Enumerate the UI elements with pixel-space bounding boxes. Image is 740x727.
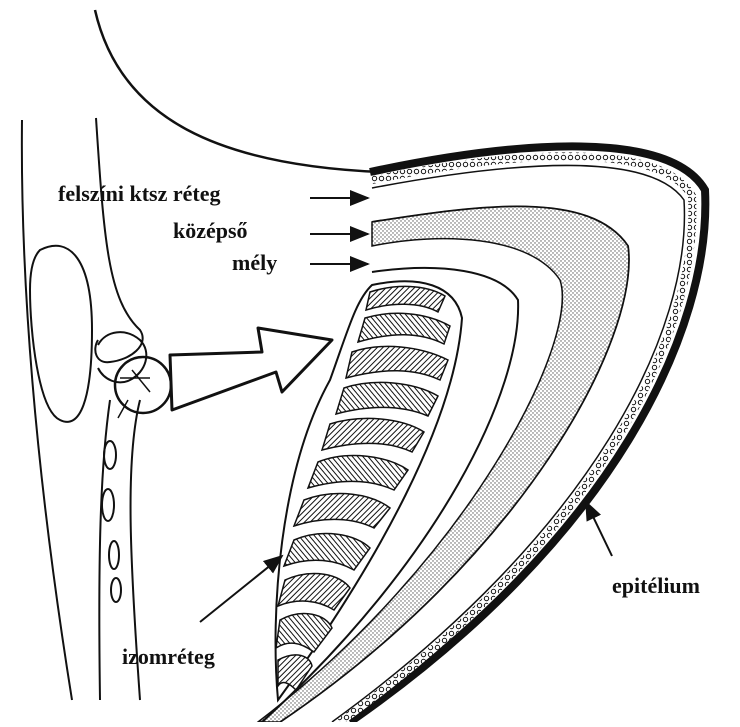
cartilage-ring-2 [102,489,114,521]
cartilage-ring-1 [104,441,116,469]
laryngeal-wall-left [22,120,72,700]
epithelium-pointer [586,502,612,556]
label-middle-layer: középső [173,220,248,242]
label-muscle-layer: izomréteg [122,646,215,668]
laryngeal-wall-right [95,118,142,362]
label-deep-layer: mély [232,252,277,274]
magnify-circle [115,357,171,413]
cartilage-ring-4 [111,578,121,602]
ventricle-oval [30,246,92,422]
muscle-pointer [200,556,282,622]
label-superficial-layer: felszíni ktsz réteg [58,183,221,205]
cartilage-ring-3 [109,541,119,569]
upper-airway-curve [95,10,380,172]
label-epithelium: epitélium [612,575,700,597]
magnification-arrow [170,328,332,410]
